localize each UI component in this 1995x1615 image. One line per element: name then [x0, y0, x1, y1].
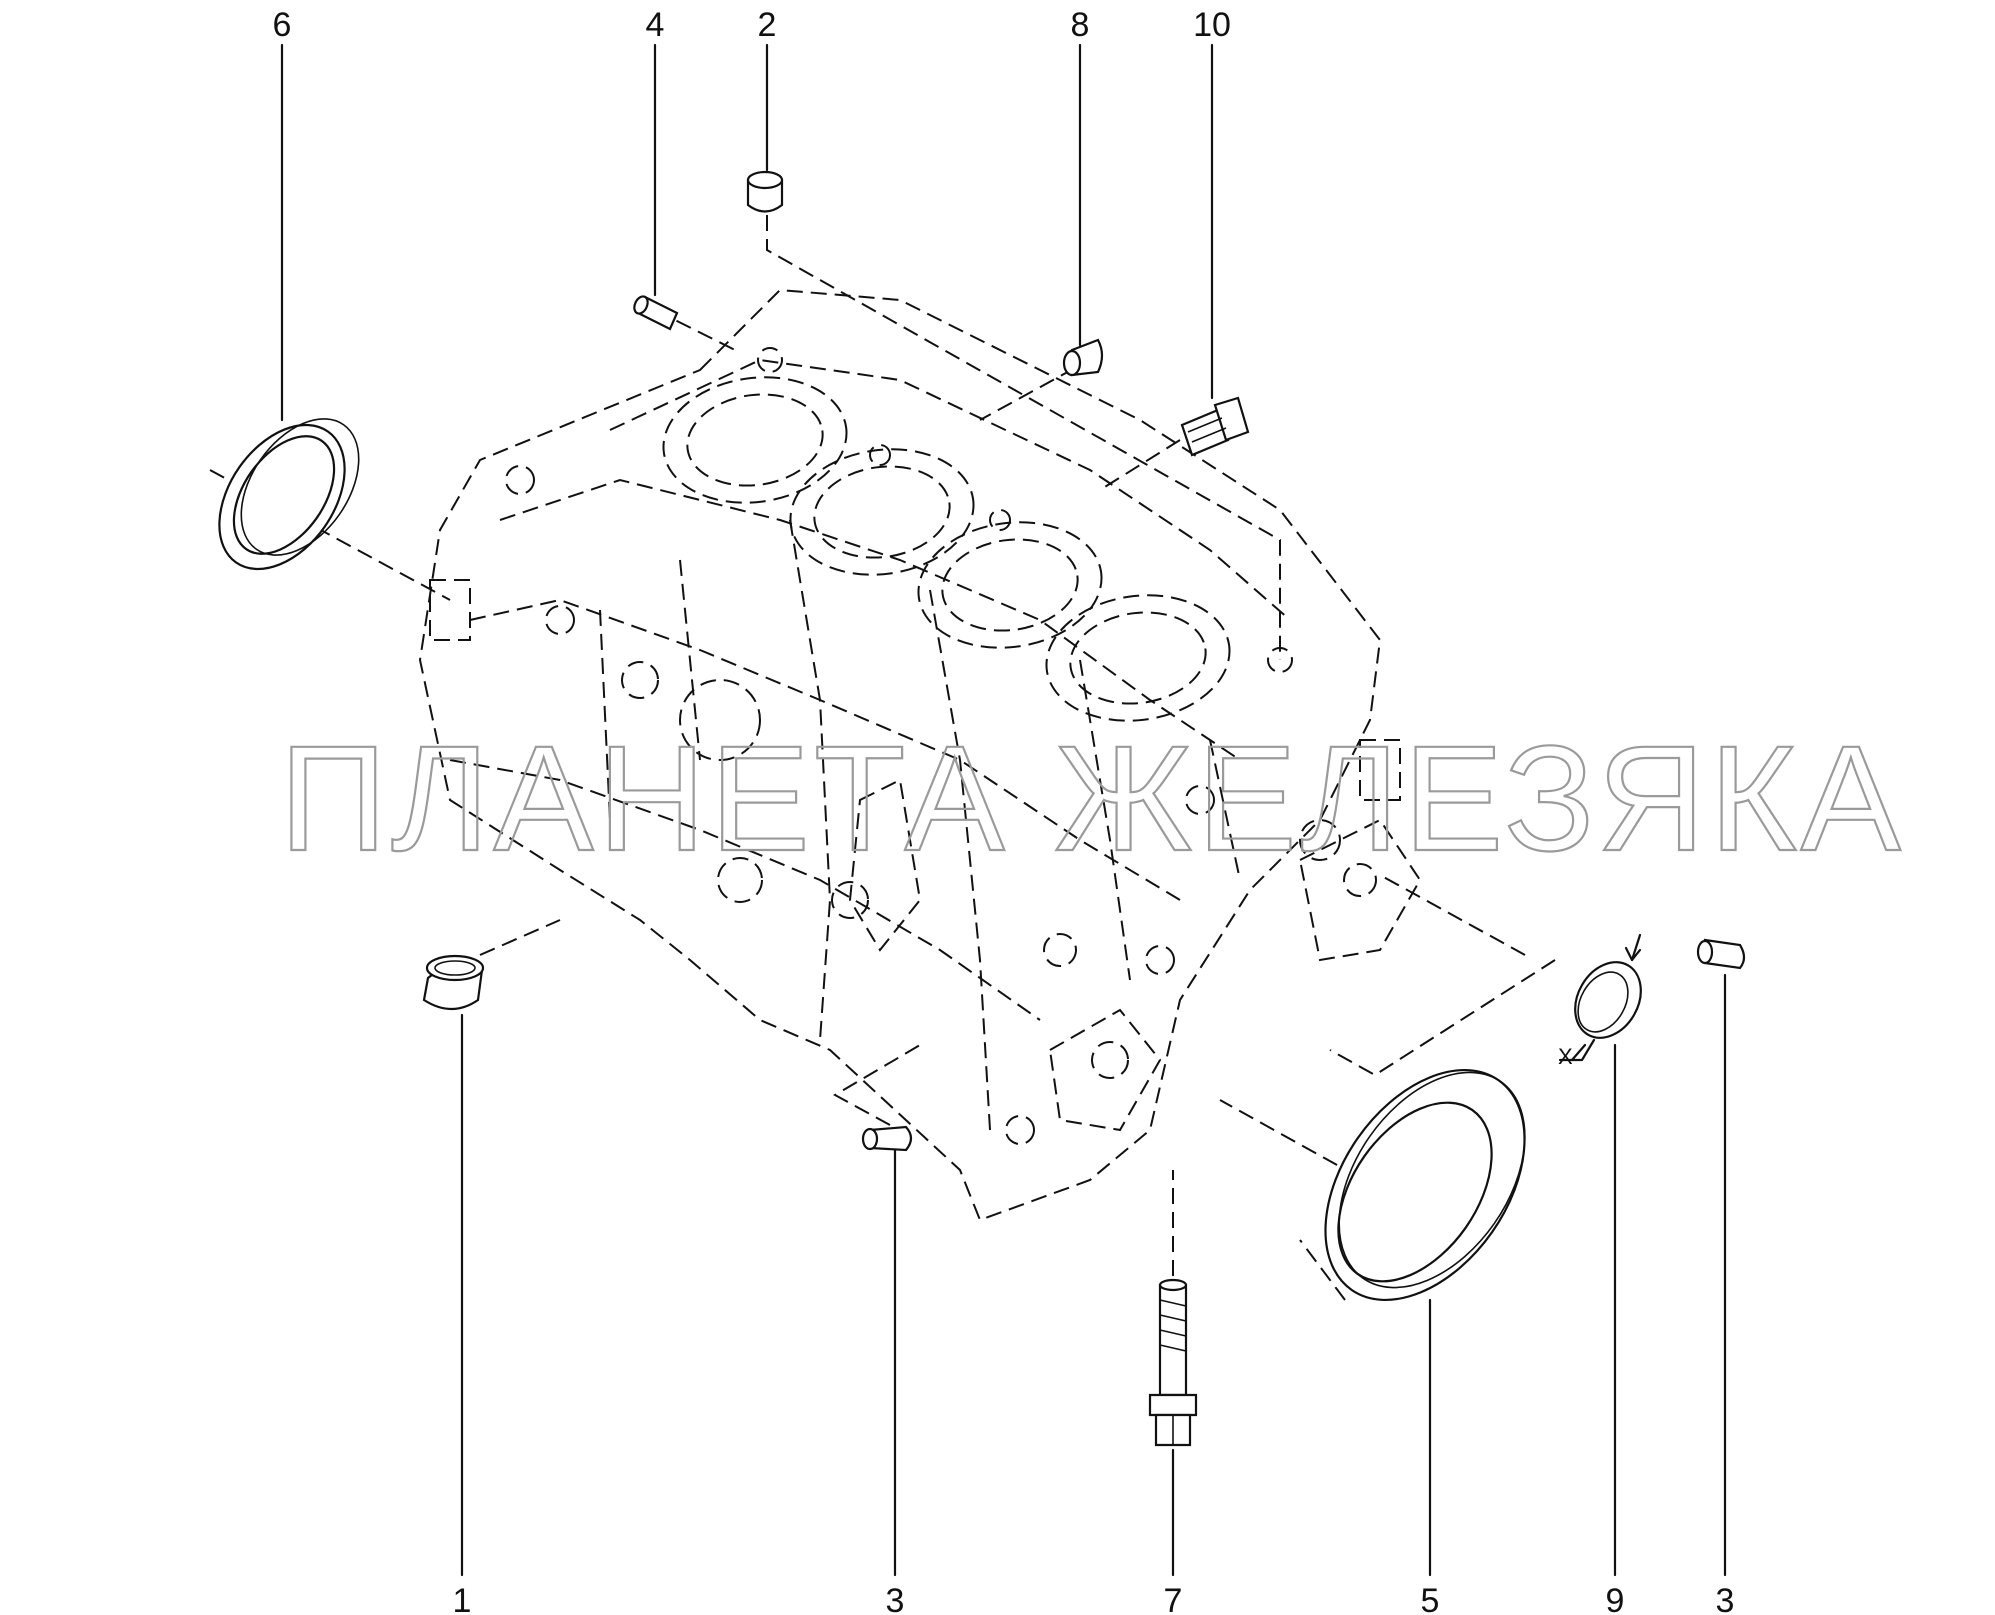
callout-3-left: 3: [886, 1582, 905, 1615]
callout-9: 9: [1606, 1582, 1625, 1615]
section-x-label: X: [1558, 1044, 1573, 1069]
part-threaded-plug-10: [1180, 396, 1250, 457]
callout-6: 6: [273, 6, 292, 44]
cylinder-block: [418, 288, 1422, 1222]
callout-3-right: 3: [1716, 1582, 1735, 1615]
callout-4: 4: [646, 6, 665, 44]
part-oil-seal-rear: [218, 418, 360, 571]
part-stud-4: [633, 295, 679, 331]
callout-10: 10: [1193, 6, 1231, 44]
part-plug-top: [746, 170, 784, 213]
callout-2: 2: [758, 6, 777, 44]
callout-8: 8: [1071, 6, 1090, 44]
callout-leaders: [280, 43, 1727, 1577]
part-oil-seal-front: [1324, 1068, 1526, 1302]
part-bolt-7: [1148, 1278, 1198, 1447]
callout-1: 1: [453, 1582, 472, 1615]
callout-7: 7: [1164, 1582, 1183, 1615]
callout-5: 5: [1421, 1582, 1440, 1615]
watermark-text: ПЛАНЕТА ЖЕЛЕЗЯКА: [279, 714, 1904, 882]
part-dowel-pin-3a: [861, 1125, 913, 1152]
part-seal-ring-9: [1558, 933, 1642, 1062]
part-seal-ring-1: [422, 954, 485, 1011]
part-plug-8: [1062, 338, 1104, 377]
part-dowel-pin-3b: [1696, 938, 1746, 970]
